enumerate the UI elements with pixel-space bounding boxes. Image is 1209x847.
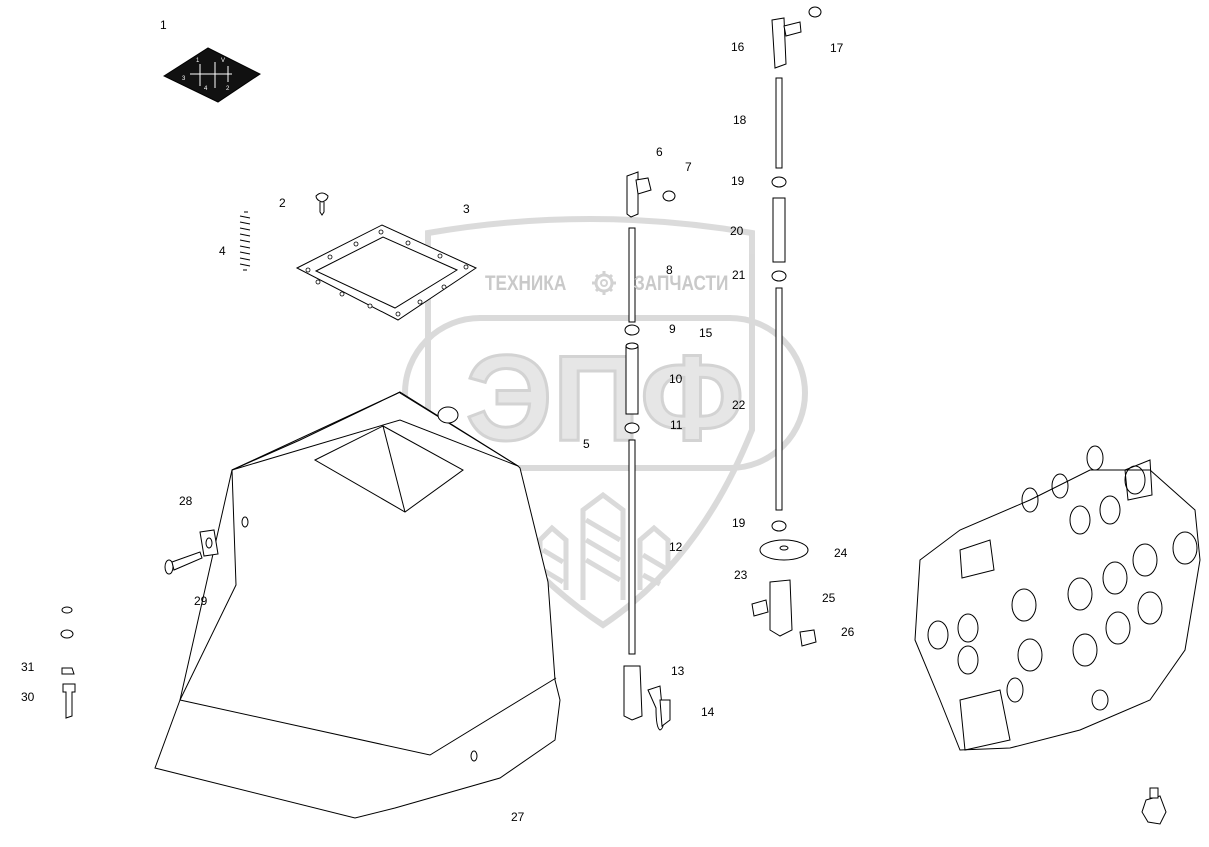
callout-label: 10 — [669, 372, 683, 386]
callout-label: 12 — [669, 540, 683, 554]
svg-text:4: 4 — [204, 86, 208, 92]
callout-label: 9 — [669, 322, 676, 336]
callout-label: 13 — [671, 664, 685, 678]
watermark-logo-letters: ЭПФ — [466, 330, 745, 466]
spring-4 — [239, 211, 251, 271]
svg-text:3: 3 — [182, 76, 186, 82]
cover-housing-27 — [154, 391, 561, 819]
callout-label: 23 — [734, 568, 748, 582]
callout-label: 6 — [656, 145, 663, 159]
callout-label: 17 — [830, 41, 844, 55]
callout-label: 27 — [511, 810, 525, 824]
callout-label: 1 — [160, 18, 167, 32]
callout-label: 31 — [21, 660, 35, 674]
screw-2 — [315, 192, 329, 216]
bolt-30 — [62, 683, 76, 719]
callout-label: 29 — [194, 594, 208, 608]
fitting-small — [1141, 787, 1167, 825]
callout-label: 20 — [730, 224, 744, 238]
callout-label: 8 — [666, 263, 673, 277]
callout-label: 21 — [732, 268, 746, 282]
shift-pattern-decal: 3 1 V 4 2 — [162, 47, 261, 103]
svg-text:2: 2 — [226, 86, 230, 92]
callout-label: 7 — [685, 160, 692, 174]
callout-label: 24 — [834, 546, 848, 560]
right-rod-assembly — [751, 6, 822, 647]
nut-28 — [199, 529, 219, 557]
center-rod-assembly — [623, 171, 676, 731]
gasket-plate-3 — [295, 224, 478, 321]
callout-label: 3 — [463, 202, 470, 216]
callout-label: 18 — [733, 113, 747, 127]
callout-label: 19 — [732, 516, 746, 530]
callout-label: 14 — [701, 705, 715, 719]
callout-label: 22 — [732, 398, 746, 412]
callout-label: 15 — [699, 326, 713, 340]
callout-label: 2 — [279, 196, 286, 210]
callout-label: 4 — [219, 244, 226, 258]
callout-label: 28 — [179, 494, 193, 508]
callout-label: 19 — [731, 174, 745, 188]
callout-label: 25 — [822, 591, 836, 605]
washers-left — [60, 606, 75, 675]
watermark-text-right: ЗАПЧАСТИ — [634, 272, 729, 295]
gear-icon — [592, 271, 616, 295]
callout-label: 11 — [670, 418, 683, 432]
callout-label: 16 — [731, 40, 745, 54]
hydraulic-valve-block — [914, 445, 1201, 751]
bolt-29 — [164, 551, 203, 575]
watermark-text-left: ТЕХНИКА — [485, 272, 567, 295]
svg-text:1: 1 — [196, 58, 200, 64]
callout-label: 5 — [583, 437, 590, 451]
callout-label: 26 — [841, 625, 855, 639]
svg-text:V: V — [221, 58, 225, 64]
callout-label: 30 — [21, 690, 35, 704]
